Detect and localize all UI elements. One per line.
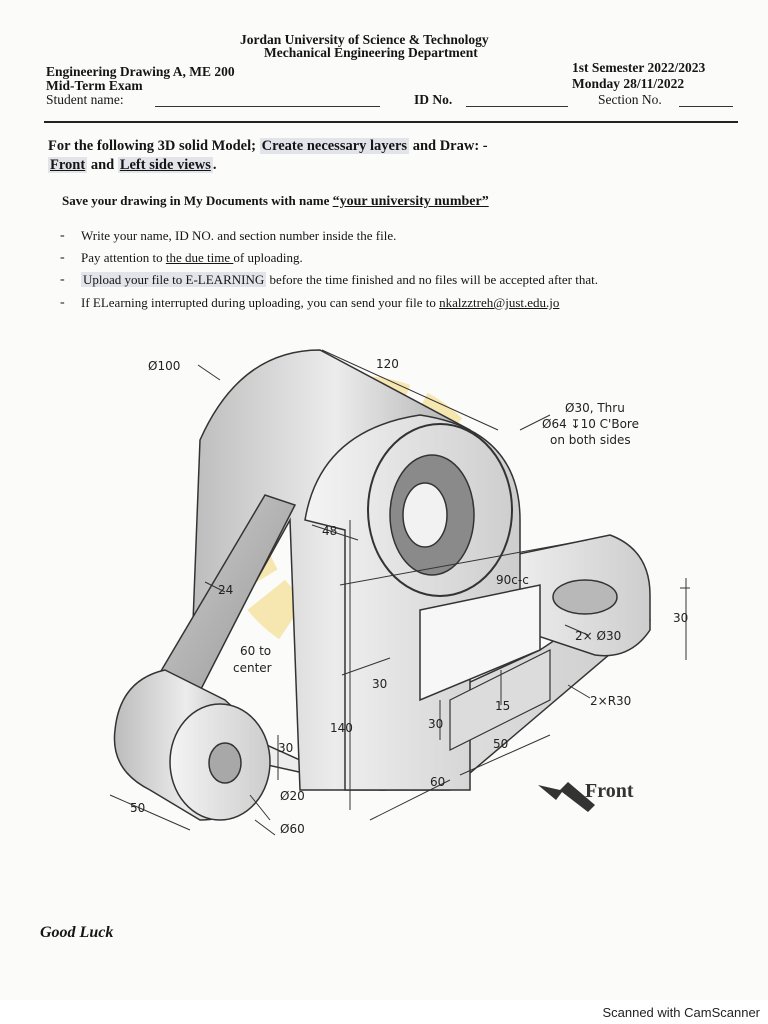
dim-50-boss: 50: [130, 801, 145, 815]
instruction-1-text: Write your name, ID NO. and section numb…: [81, 228, 397, 243]
dim-d100: Ø100: [148, 359, 180, 373]
student-name-label: Student name:: [46, 92, 124, 107]
header-divider: [44, 121, 738, 123]
dim-15: 15: [495, 699, 510, 713]
section-field: [679, 106, 733, 107]
note-60-to: 60 to: [240, 644, 271, 658]
instruction-2: Pay attention to the due time of uploadi…: [81, 250, 303, 266]
hole-note-2: Ø64 ↧10 C'Bore: [542, 417, 639, 431]
task-line-2: Front and Left side views.: [48, 157, 216, 174]
good-luck: Good Luck: [40, 924, 114, 941]
dimension-lines: [109, 349, 690, 836]
save-line: Save your drawing in My Documents with n…: [62, 193, 489, 210]
hole-note-1: Ø30, Thru: [565, 401, 625, 415]
hole-note-3: on both sides: [550, 433, 631, 447]
task-left-side: Left side views: [117, 157, 213, 173]
dim-120: 120: [376, 357, 399, 371]
instruction-4-email[interactable]: nkalzztreh@just.edu.jo: [439, 295, 560, 310]
instruction-3: Upload your file to E-LEARNING before th…: [81, 272, 598, 288]
course-title: Engineering Drawing A, ME 200: [46, 64, 235, 79]
instruction-3-post: before the time finished and no files wi…: [266, 272, 598, 287]
task-period: .: [212, 157, 217, 173]
department-name: Mechanical Engineering Department: [264, 45, 478, 60]
save-name: “your university number”: [332, 194, 489, 209]
bullet-4: -: [60, 295, 65, 310]
exam-date: Monday 28/11/2022: [572, 76, 685, 91]
counterbore-outer: [367, 423, 513, 597]
dim-24: 24: [218, 583, 233, 597]
dim-2x-d30: 2× Ø30: [575, 629, 621, 643]
instruction-4-pre: If ELearning interrupted during uploadin…: [81, 295, 440, 310]
exam-paper: Jordan University of Science & Technolog…: [40, 32, 738, 941]
university-name: Jordan University of Science & Technolog…: [240, 32, 489, 47]
task-and: and: [90, 157, 115, 173]
lower-step: [449, 649, 551, 751]
id-field: [466, 106, 568, 107]
note-center: center: [233, 661, 272, 675]
front-slot: [419, 584, 541, 702]
instruction-2-pre: Pay attention to: [81, 250, 166, 265]
front-arrow: [538, 782, 595, 812]
front-label: Front: [585, 780, 634, 802]
dim-dia20: Ø20: [280, 789, 305, 803]
instruction-3-upload: Upload your file to E-LEARNING: [81, 272, 267, 287]
instruction-2-post: of uploading.: [233, 250, 303, 265]
task-front: Front: [48, 157, 88, 173]
dim-30-right: 30: [673, 611, 688, 625]
instruction-4: If ELearning interrupted during uploadin…: [81, 295, 559, 311]
dim-30-step: 30: [428, 717, 443, 731]
id-label: ID No.: [414, 92, 453, 107]
lower-boss-hole: [208, 742, 242, 784]
bullet-3: -: [60, 272, 65, 287]
dim-90cc: 90c-c: [496, 573, 529, 587]
semester: 1st Semester 2022/2023: [572, 60, 706, 75]
instruction-2-due-time: the due time: [165, 250, 234, 265]
instruction-1: Write your name, ID NO. and section numb…: [81, 228, 396, 244]
dim-30-slot: 30: [372, 677, 387, 691]
dim-30-boss: 30: [278, 741, 293, 755]
scanner-watermark: Scanned with CamScanner: [602, 1005, 760, 1020]
isometric-part-drawing: Ø100 120 Ø30, Thru Ø64 ↧10 C'Bore on bot…: [109, 349, 690, 836]
section-label: Section No.: [598, 92, 662, 107]
task-layers: Create necessary layers: [259, 138, 410, 154]
right-ear-hole: [552, 579, 618, 615]
through-hole: [402, 482, 448, 548]
student-name-field: [155, 106, 380, 107]
task-intro: For the following 3D solid Model;: [48, 138, 256, 154]
exam-title: Mid-Term Exam: [46, 78, 143, 93]
dim-2x-r30: 2×R30: [590, 694, 631, 708]
dim-dia60: Ø60: [280, 822, 305, 836]
dim-50-step: 50: [493, 737, 508, 751]
task-line-1: For the following 3D solid Model; Create…: [48, 138, 488, 155]
bullet-2: -: [60, 250, 65, 265]
bullet-1: -: [60, 228, 65, 243]
dim-48: 48: [322, 524, 337, 538]
dim-140: 140: [330, 721, 353, 735]
save-text: Save your drawing in My Documents with n…: [62, 193, 330, 208]
task-and-draw: and Draw: -: [412, 138, 488, 154]
scanner-footer: [0, 1000, 768, 1024]
dim-60: 60: [430, 775, 445, 789]
